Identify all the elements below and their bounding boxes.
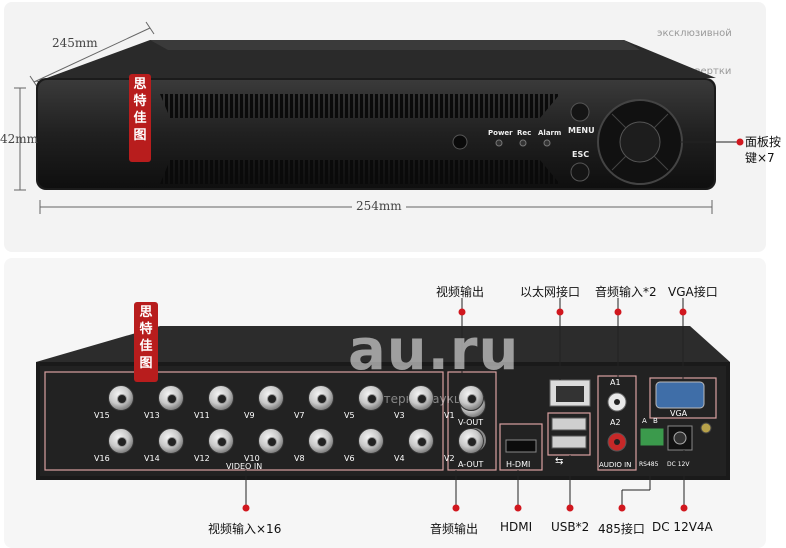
- channel-label: V2: [444, 454, 455, 463]
- channel-label: V4: [394, 454, 405, 463]
- vga-port-label: VGA: [670, 409, 688, 418]
- video-out-callout: 视频输出: [436, 285, 485, 299]
- usb-callout: USB*2: [551, 520, 590, 534]
- video-in-callout: 视频输入×16: [208, 522, 282, 536]
- channel-label: V1: [444, 411, 455, 420]
- esc-button-label: ESC: [572, 150, 590, 159]
- rs485-callout: 485接口: [598, 522, 645, 536]
- channel-label: V11: [194, 411, 210, 420]
- channel-label: V10: [244, 454, 260, 463]
- rs485-a-label: A: [642, 417, 647, 425]
- brand-seal-logo: 思特佳图: [134, 302, 158, 382]
- channel-label: V15: [94, 411, 110, 420]
- watermark-logo: au.ru: [348, 318, 520, 383]
- bnc-video-input-port: [258, 428, 284, 454]
- a-out-label: A-OUT: [458, 460, 484, 469]
- ethernet-callout: 以太网接口: [520, 285, 581, 299]
- bnc-video-input-port: [408, 385, 434, 411]
- rs485-b-label: B: [653, 417, 658, 425]
- vga-callout: VGA接口: [668, 285, 718, 299]
- bnc-video-input-port: [108, 428, 134, 454]
- channel-label: V7: [294, 411, 305, 420]
- bnc-video-input-port: [108, 385, 134, 411]
- bnc-video-input-port: [208, 385, 234, 411]
- channel-label: V9: [244, 411, 255, 420]
- video-in-label: VIDEO IN: [226, 462, 263, 471]
- audio-a1-label: A1: [610, 378, 621, 387]
- audio-out-callout: 音频输出: [430, 522, 479, 536]
- bnc-video-input-port: [458, 385, 484, 411]
- channel-label: V12: [194, 454, 210, 463]
- dc-port-label: DC 12V: [667, 461, 690, 468]
- rec-led-label: Rec: [517, 129, 532, 137]
- bnc-video-input-port: [308, 428, 334, 454]
- dvr-front-illustration: [14, 21, 744, 214]
- channel-label: V14: [144, 454, 160, 463]
- menu-button-label: MENU: [568, 126, 595, 135]
- channel-label: V16: [94, 454, 110, 463]
- panel-keys-callout: 面板按键×7: [745, 135, 782, 165]
- dc-power-callout: DC 12V4A: [652, 520, 713, 534]
- audio-a2-label: A2: [610, 418, 621, 427]
- bnc-video-input-port: [408, 428, 434, 454]
- v-out-label: V-OUT: [458, 418, 484, 427]
- bnc-video-input-port: [308, 385, 334, 411]
- channel-label: V5: [344, 411, 355, 420]
- hdmi-port-label: H-DMI: [506, 460, 531, 469]
- channel-label: V8: [294, 454, 305, 463]
- brand-seal-logo: 思特佳图: [129, 74, 151, 162]
- height-dimension: 42mm: [0, 132, 39, 146]
- depth-dimension: 245mm: [52, 36, 98, 50]
- bnc-video-input-port: [358, 385, 384, 411]
- alarm-led-label: Alarm: [538, 129, 562, 137]
- bnc-video-input-port: [158, 428, 184, 454]
- bnc-video-input-port: [258, 385, 284, 411]
- channel-label: V3: [394, 411, 405, 420]
- bnc-video-input-port: [208, 428, 234, 454]
- rs485-port-label: RS485: [639, 461, 659, 468]
- bnc-video-input-port: [458, 428, 484, 454]
- power-led-label: Power: [488, 129, 513, 137]
- bnc-video-input-port: [358, 428, 384, 454]
- watermark-text: эксклюзивной: [657, 28, 732, 39]
- audio-in-label: AUDIO IN: [599, 461, 632, 469]
- hdmi-callout: HDMI: [500, 520, 533, 534]
- channel-label: V6: [344, 454, 355, 463]
- bnc-video-input-port: [158, 385, 184, 411]
- audio-in-callout: 音频输入*2: [595, 285, 657, 299]
- width-dimension: 254mm: [352, 199, 406, 213]
- channel-label: V13: [144, 411, 160, 420]
- usb-icon: ⇆: [555, 456, 564, 467]
